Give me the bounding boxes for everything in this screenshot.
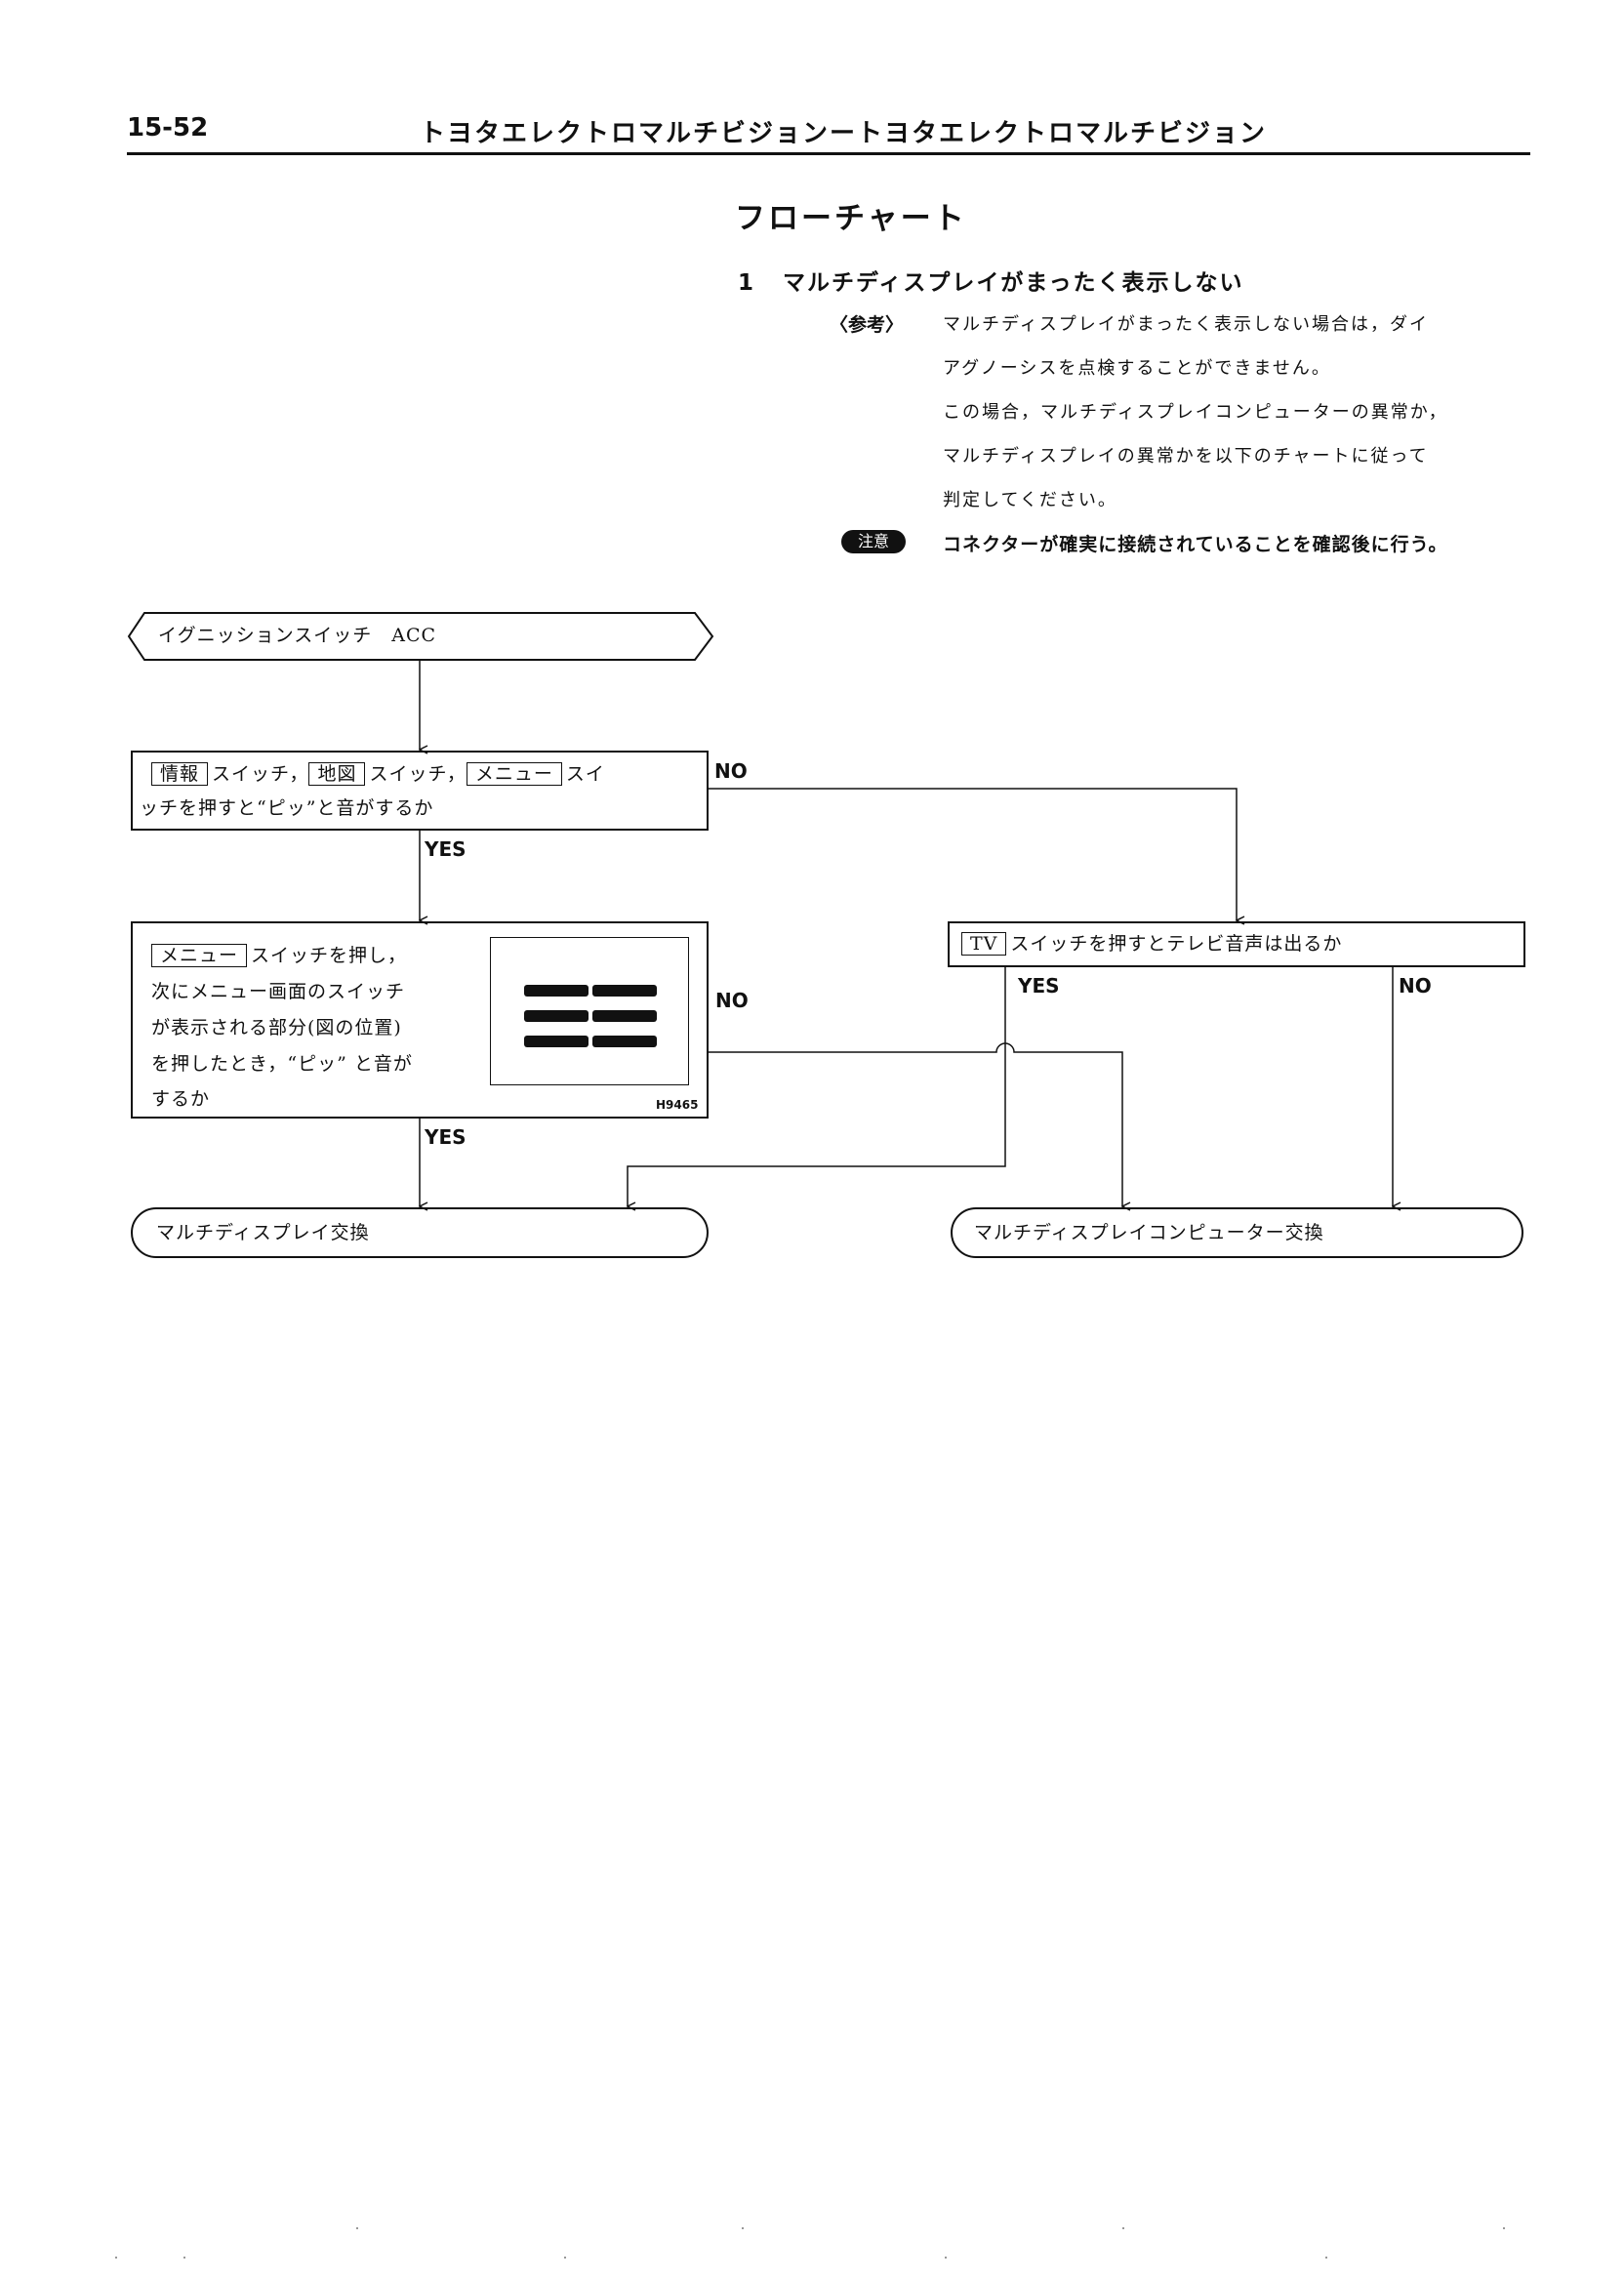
item-number: 1	[738, 270, 756, 296]
figure-code: H9465	[656, 1098, 699, 1112]
scan-speck	[564, 2257, 566, 2259]
header-title: トヨタエレクトロマルチビジョンートヨタエレクトロマルチビジョン	[420, 119, 1268, 148]
header-rule	[127, 152, 1530, 155]
menu-bar-icon	[592, 1010, 657, 1022]
q1-text: スイッチ，	[369, 763, 467, 785]
q3-no-label: NO	[1399, 974, 1432, 998]
end-computer-shape	[951, 1207, 1523, 1258]
end-display-label: マルチディスプレイ交換	[156, 1222, 370, 1243]
menu-bar-icon	[524, 1010, 589, 1022]
start-node-label: イグニッションスイッチ ACC	[158, 625, 437, 646]
scan-speck	[183, 2257, 185, 2259]
reference-line: 判定してください。	[943, 490, 1117, 510]
item-title: マルチディスプレイがまったく表示しない	[783, 270, 1244, 296]
menu-switch-label: メニュー	[466, 762, 562, 786]
menu-bar-icon	[592, 1036, 657, 1047]
tv-switch-label: TV	[961, 932, 1007, 956]
reference-line: アグノーシスを点検することができません。	[943, 358, 1331, 379]
menu-screen-figure	[490, 937, 689, 1085]
q1-no-label: NO	[714, 759, 748, 783]
q2-text: スイッチを押し，	[251, 945, 408, 966]
info-switch-label: 情報	[151, 762, 209, 786]
q2-no-label: NO	[715, 989, 749, 1012]
scan-speck	[1325, 2257, 1327, 2259]
q3-text: スイッチを押すとテレビ音声は出るか	[1010, 933, 1343, 955]
scan-speck	[1503, 2227, 1505, 2229]
q2-line4: を押したとき，“ピッ” と音が	[151, 1053, 413, 1075]
menu-bar-icon	[592, 985, 657, 997]
item-heading: 1 マルチディスプレイがまったく表示しない	[738, 264, 1244, 297]
caution-badge: 注意	[841, 530, 906, 553]
q3-yes-label: YES	[1018, 974, 1060, 998]
end-computer-label: マルチディスプレイコンピューター交換	[974, 1222, 1324, 1243]
reference-line: マルチディスプレイの異常かを以下のチャートに従って	[943, 446, 1429, 467]
q2-line2: 次にメニュー画面のスイッチ	[151, 981, 406, 1002]
caution-text: コネクターが確実に接続されていることを確認後に行う。	[943, 534, 1448, 555]
q1-text: スイ	[565, 763, 605, 785]
scan-speck	[945, 2257, 947, 2259]
q1-text: スイッチ，	[212, 763, 309, 785]
reference-line: この場合，マルチディスプレイコンピューターの異常か，	[943, 402, 1448, 423]
menu-switch-label: メニュー	[151, 944, 248, 967]
menu-bar-icon	[524, 1036, 589, 1047]
q1-yes-label: YES	[425, 837, 467, 861]
scan-speck	[742, 2227, 744, 2229]
section-title: フローチャート	[735, 201, 967, 236]
start-node-shape	[127, 612, 714, 661]
q1-line2: ッチを押すと“ピッ”と音がするか	[140, 797, 434, 819]
scan-speck	[115, 2257, 117, 2259]
q1-line1: 情報スイッチ，地図スイッチ，メニュースイ	[151, 758, 605, 791]
reference-line: マルチディスプレイがまったく表示しない場合は，ダイ	[943, 314, 1430, 335]
scan-speck	[1122, 2227, 1124, 2229]
q2-yes-label: YES	[425, 1125, 467, 1149]
scan-speck	[356, 2227, 358, 2229]
page-number: 15-52	[127, 113, 209, 142]
q2-line5: するか	[151, 1088, 211, 1110]
q2-line3: が表示される部分(図の位置)	[151, 1017, 402, 1038]
reference-label: 〈参考〉	[830, 314, 905, 336]
q2-line1: メニュースイッチを押し，	[151, 940, 407, 972]
menu-bar-icon	[524, 985, 589, 997]
map-switch-label: 地図	[308, 762, 366, 786]
